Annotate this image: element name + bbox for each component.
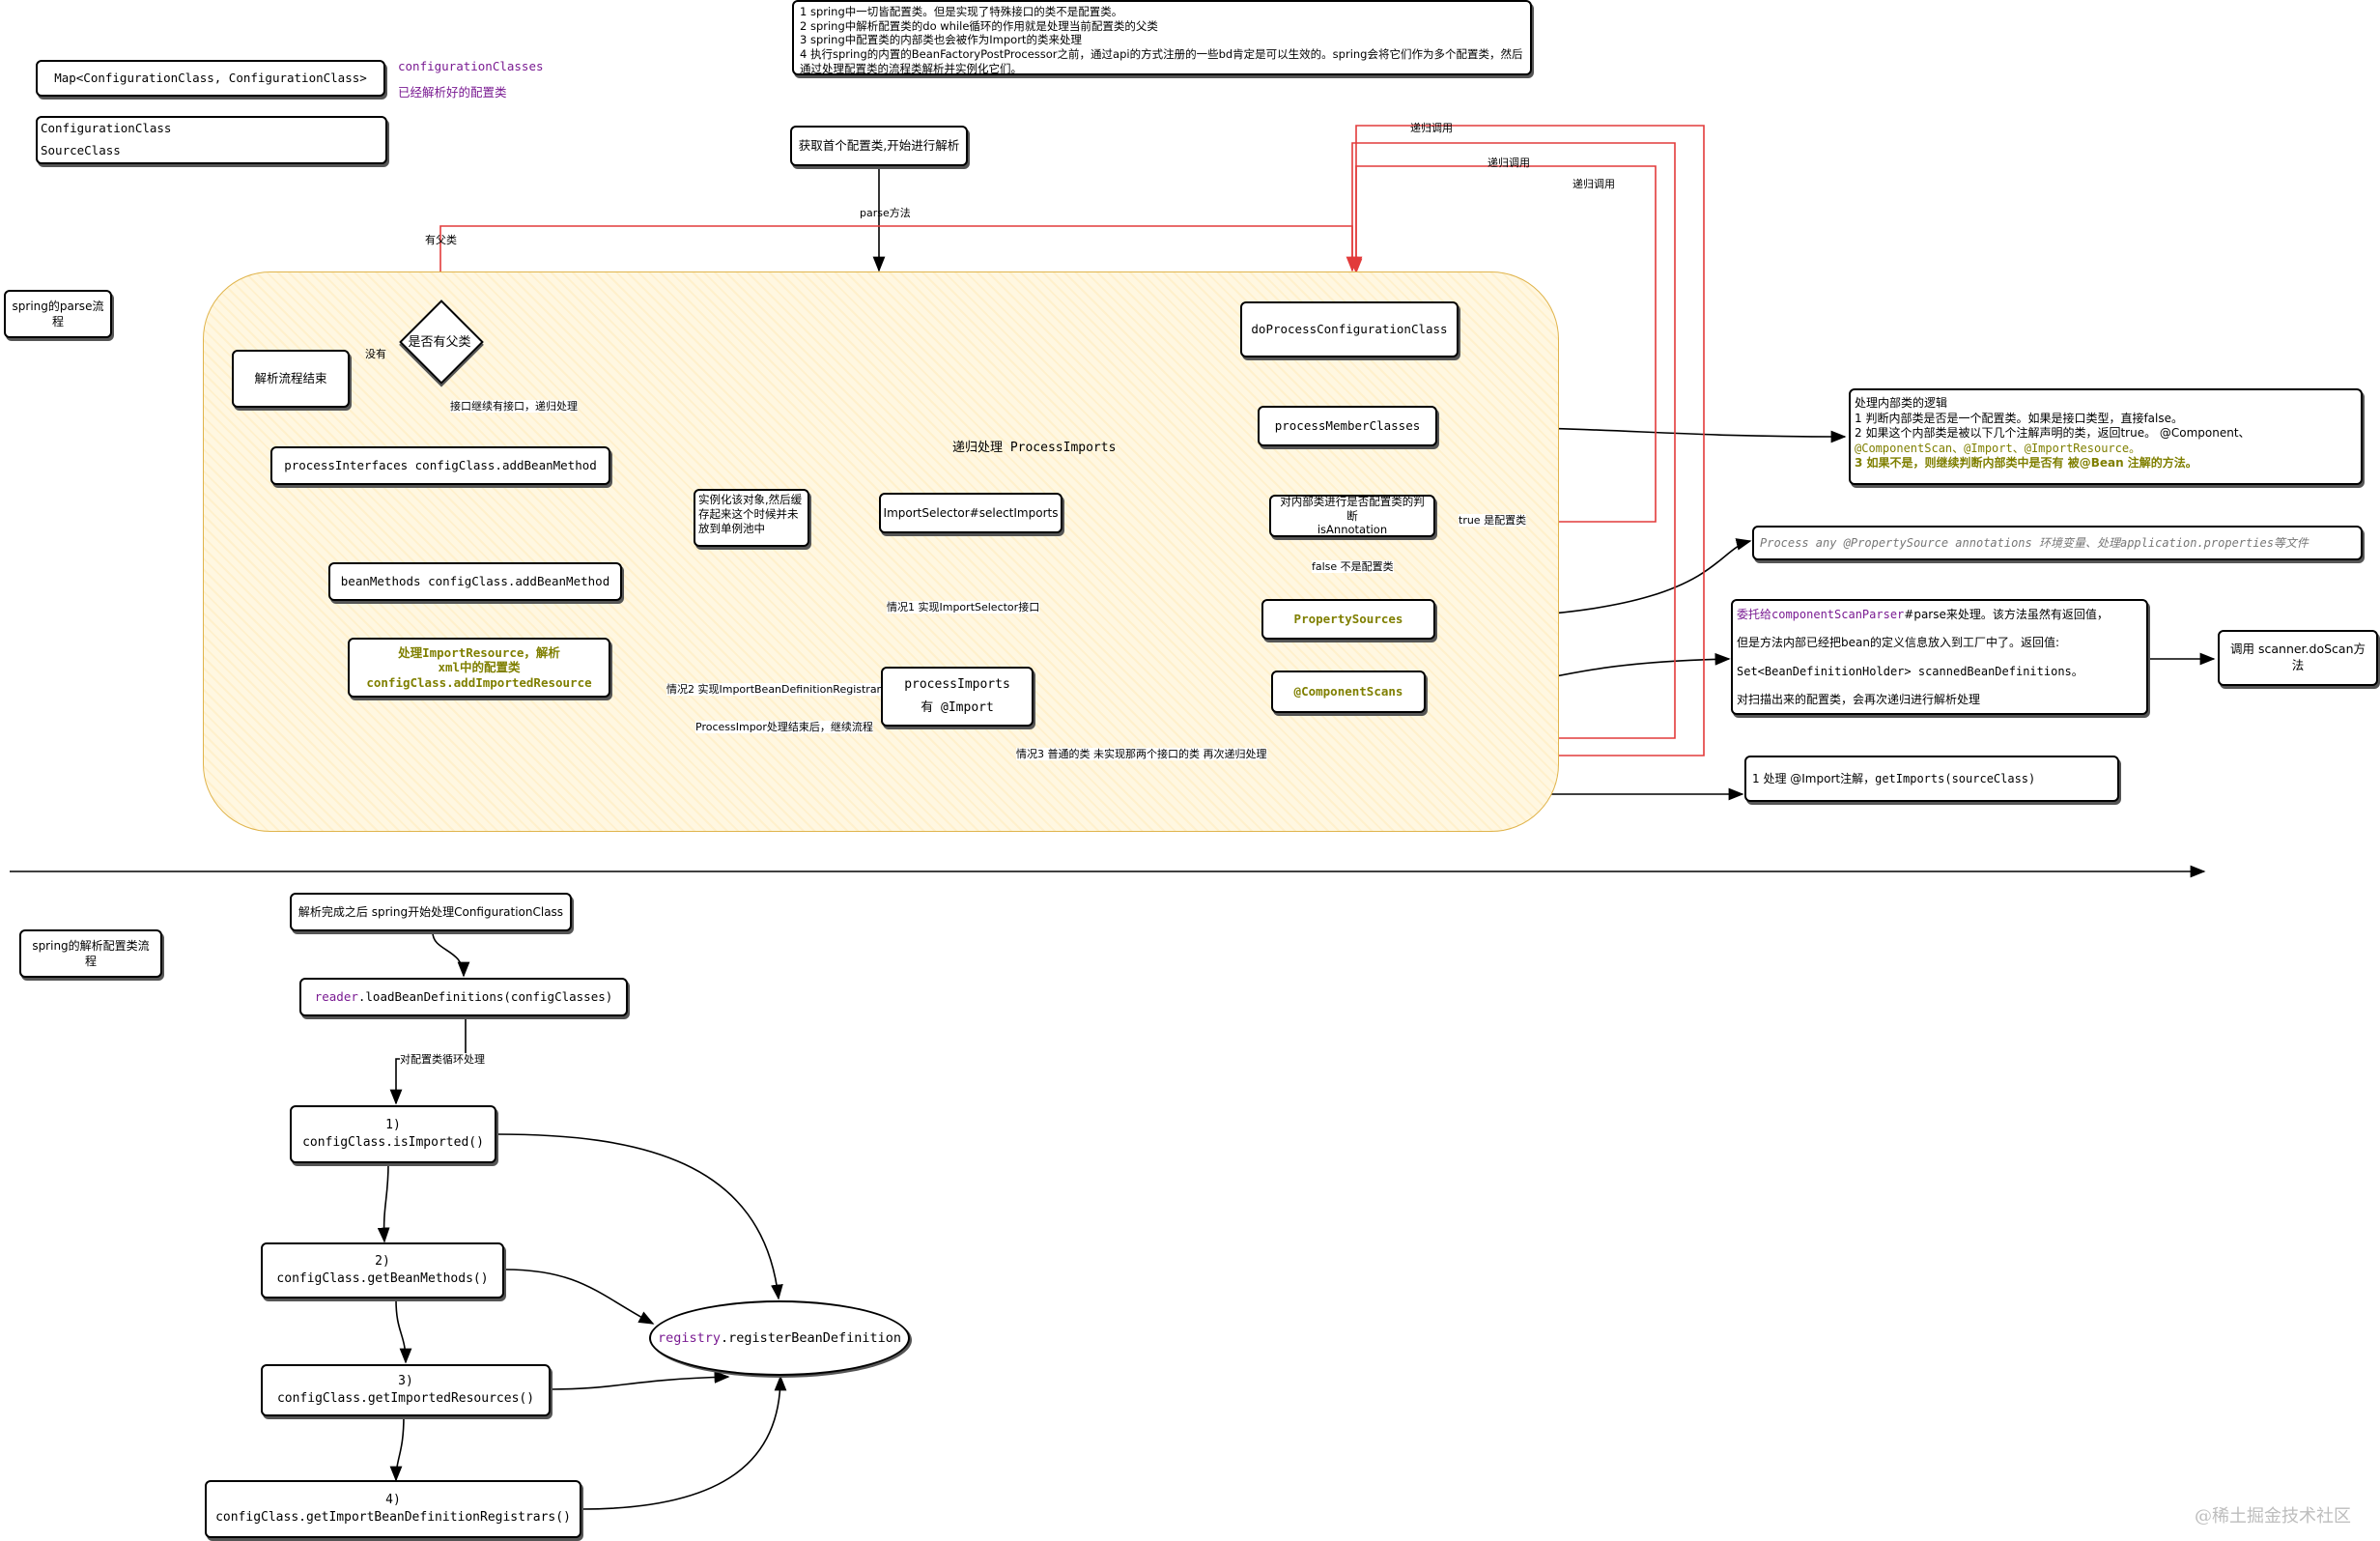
edge-step3-to-registry bbox=[550, 1371, 730, 1390]
get-imports-line1: 1 处理 @Import注解， bbox=[1752, 771, 1876, 785]
edge-step3-to-step4 bbox=[389, 1414, 405, 1482]
case2-label: 情况2 实现ImportBeanDefinitionRegistrar接口 bbox=[666, 683, 903, 697]
has-parent-label: 有父类 bbox=[425, 234, 457, 246]
true-label: true 是配置类 bbox=[1459, 514, 1527, 528]
after-import-label: ProcessImpor处理结束后，继续流程 bbox=[695, 721, 873, 734]
case3-label: 情况3 普通的类 未实现那两个接口的类 再次递归处理 bbox=[1016, 748, 1267, 761]
inner-judge-line2: isAnnotation bbox=[1317, 523, 1388, 537]
edge-step2-to-registry bbox=[503, 1269, 655, 1325]
import-resource-line3: configClass.addImportedResource bbox=[366, 674, 592, 690]
scan-delegate-note: 委托给componentScanParser#parse来处理。该方法虽然有返回… bbox=[1731, 599, 2148, 715]
header-note-3: 3 spring中配置类的内部类也会被作为Import的类来处理 bbox=[800, 33, 1082, 47]
step4-node: 4) configClass.getImportBeanDefinitionRe… bbox=[205, 1480, 581, 1538]
process-imports-node: processImports 有 @Import bbox=[881, 667, 1034, 727]
header-notes-box: 1 spring中一切皆配置类。但是实现了特殊接口的类不是配置类。 2 spri… bbox=[792, 0, 1532, 75]
watermark-text: @稀土掘金技术社区 bbox=[2195, 1506, 2351, 1527]
property-source-note: Process any @PropertySource annotations … bbox=[1752, 526, 2363, 560]
step1-node: 1) configClass.isImported() bbox=[290, 1105, 496, 1163]
reader-suffix: .loadBeanDefinitions(configClasses) bbox=[357, 988, 613, 1004]
import-resource-line2: xml中的配置类 bbox=[438, 660, 521, 675]
inner-judge-node: 对内部类进行是否配置类的判断 isAnnotation bbox=[1269, 495, 1435, 537]
class-legend-line1: ConfigurationClass bbox=[41, 121, 172, 135]
parse-end-node: 解析流程结束 bbox=[232, 350, 350, 408]
start-parse-node: 获取首个配置类,开始进行解析 bbox=[790, 126, 968, 166]
scan-delegate-line2: 但是方法内部已经把bean的定义信息放入到工厂中了。返回值: bbox=[1737, 636, 2060, 650]
do-process-node: doProcessConfigurationClass bbox=[1240, 301, 1459, 357]
inner-logic-line5: 3 如果不是，则继续判断内部类中是否有 被@Bean 注解的方法。 bbox=[1855, 456, 2197, 471]
component-scans-node: @ComponentScans bbox=[1271, 671, 1426, 713]
process-start-node: 解析完成之后 spring开始处理ConfigurationClass bbox=[290, 893, 572, 931]
scan-delegate-line1: 委托给componentScanParser#parse来处理。该方法虽然有返回… bbox=[1737, 607, 2109, 622]
edge-step4-to-registry bbox=[581, 1375, 787, 1510]
process-imports-line2: 有 @Import bbox=[921, 700, 994, 715]
recursive-call-label-2: 递归调用 bbox=[1488, 157, 1530, 169]
case1-label: 情况1 实现ImportSelector接口 bbox=[887, 601, 1040, 614]
edge-step2-to-step3 bbox=[395, 1298, 412, 1364]
step2-node: 2) configClass.getBeanMethods() bbox=[261, 1242, 504, 1298]
parse-method-label: parse方法 bbox=[860, 207, 911, 219]
step3-node: 3) configClass.getImportedResources() bbox=[261, 1364, 551, 1416]
recursive-call-label-1: 递归调用 bbox=[1410, 122, 1453, 134]
reader-node: reader.loadBeanDefinitions(configClasses… bbox=[299, 978, 628, 1016]
inner-logic-line2: 1 判断内部类是否是一个配置类。如果是接口类型，直接false。 bbox=[1855, 411, 2183, 425]
class-legend-box: ConfigurationClass SourceClass bbox=[36, 116, 387, 164]
recursive-call-label-3: 递归调用 bbox=[1572, 178, 1615, 190]
edge-step1-to-registry bbox=[496, 1133, 783, 1300]
section-title-process: spring的解析配置类流程 bbox=[19, 929, 162, 978]
inner-logic-note: 处理内部类的逻辑 1 判断内部类是否是一个配置类。如果是接口类型，直接false… bbox=[1849, 388, 2363, 485]
instantiate-note: 实例化该对象,然后缓存起来这个时候并未放到单例池中 bbox=[694, 489, 809, 547]
get-imports-line2: getImports(sourceClass) bbox=[1875, 771, 2036, 785]
header-note-2: 2 spring中解析配置类的do while循环的作用就是处理当前配置类的父类 bbox=[800, 18, 1158, 33]
has-parent-decision: 是否有父类 bbox=[399, 300, 484, 385]
registry-prefix: registry bbox=[658, 1330, 722, 1346]
loop-label: 对配置类循环处理 bbox=[400, 1053, 485, 1067]
inner-judge-line1: 对内部类进行是否配置类的判断 bbox=[1280, 494, 1425, 523]
header-note-5: 通过处理配置类的流程类解析并实例化它们。 bbox=[800, 61, 1022, 75]
process-imports-line1: processImports bbox=[904, 677, 1010, 693]
registry-suffix: .registerBeanDefinition bbox=[721, 1330, 901, 1346]
get-imports-note: 1 处理 @Import注解， getImports(sourceClass) bbox=[1744, 756, 2119, 802]
register-bean-definition-node: registry.registerBeanDefinition bbox=[649, 1300, 910, 1376]
member-classes-node: processMemberClasses bbox=[1258, 406, 1437, 446]
no-parent-label: 没有 bbox=[365, 348, 386, 360]
process-interfaces-node: processInterfaces configClass.addBeanMet… bbox=[270, 446, 610, 485]
do-scan-node: 调用 scanner.doScan方法 bbox=[2218, 630, 2378, 686]
scan-delegate-suffix: #parse来处理。该方法虽然有返回值， bbox=[1904, 608, 2109, 621]
inner-logic-line4: @ComponentScan、@Import、@ImportResource。 bbox=[1855, 441, 2141, 455]
scan-delegate-prefix: 委托给componentScanParser bbox=[1737, 608, 1905, 621]
class-legend-line2: SourceClass bbox=[41, 143, 121, 158]
import-resource-line1: 处理ImportResource，解析 bbox=[398, 644, 560, 660]
map-desc: 已经解析好的配置类 bbox=[398, 85, 507, 100]
map-box: Map<ConfigurationClass, ConfigurationCla… bbox=[36, 60, 385, 97]
reader-prefix: reader bbox=[314, 988, 358, 1004]
import-resource-node: 处理ImportResource，解析 xml中的配置类 configClass… bbox=[348, 638, 610, 698]
map-name: configurationClasses bbox=[398, 59, 544, 73]
scan-delegate-line3: Set<BeanDefinitionHolder> scannedBeanDef… bbox=[1737, 664, 2083, 678]
false-label: false 不是配置类 bbox=[1312, 560, 1394, 574]
property-sources-node: PropertySources bbox=[1261, 599, 1435, 640]
inner-logic-line1: 处理内部类的逻辑 bbox=[1855, 396, 1948, 410]
import-selector-node: ImportSelector#selectImports bbox=[879, 493, 1062, 533]
edge-step1-to-step2 bbox=[377, 1163, 390, 1243]
bean-methods-node: beanMethods configClass.addBeanMethod bbox=[328, 562, 622, 601]
parse-flow-region bbox=[203, 271, 1559, 832]
inner-logic-line3: 2 如果这个内部类是被以下几个注解声明的类，返回true。 @Component… bbox=[1855, 426, 2251, 441]
section-title-parse: spring的parse流程 bbox=[4, 290, 112, 338]
scan-delegate-line4: 对扫描出来的配置类，会再次递归进行解析处理 bbox=[1737, 692, 1981, 706]
header-note-4: 4 执行spring的内置的BeanFactoryPostProcessor之前… bbox=[800, 47, 1523, 62]
decision-label: 是否有父类 bbox=[408, 334, 471, 350]
recursive-imports-label: 递归处理 ProcessImports bbox=[952, 441, 1117, 455]
header-note-1: 1 spring中一切皆配置类。但是实现了特殊接口的类不是配置类。 bbox=[800, 5, 1123, 18]
interface-recursion-label: 接口继续有接口，递归处理 bbox=[450, 400, 578, 414]
edge-pstart-to-reader bbox=[432, 931, 470, 978]
